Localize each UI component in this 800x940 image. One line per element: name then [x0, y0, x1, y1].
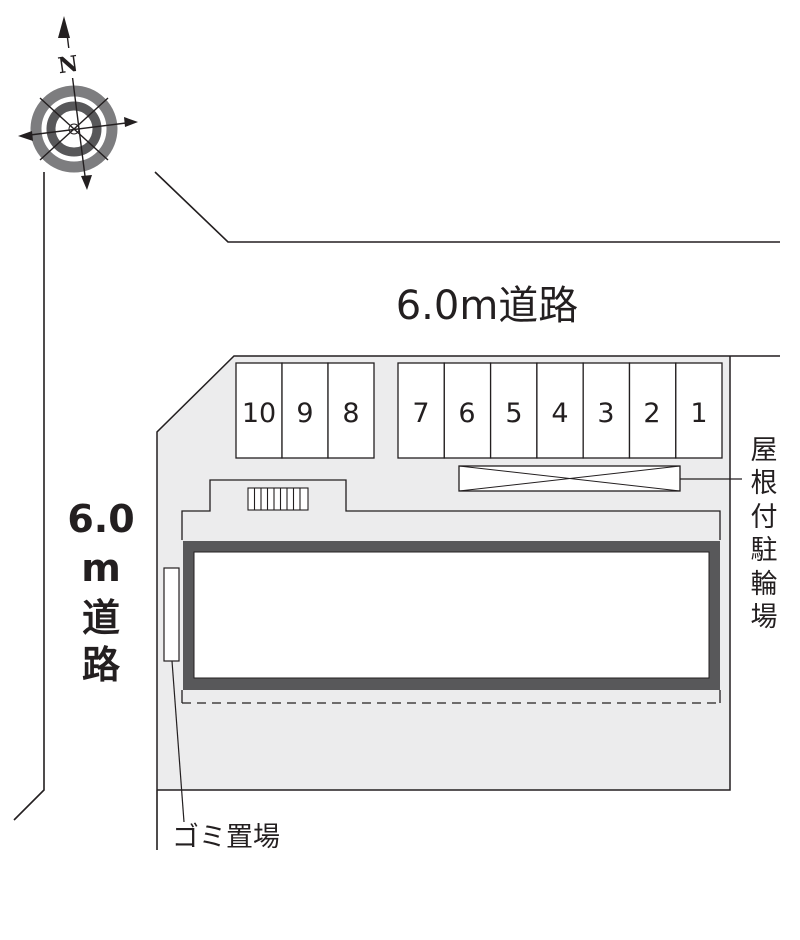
- parking-space: [536, 362, 584, 459]
- garbage-area: [163, 567, 185, 823]
- parking-group-right: 7 6 5 4 3 2 1: [397, 362, 723, 459]
- bicycle-parking-label-char: 駐: [751, 535, 778, 566]
- building-footprint: [181, 479, 721, 704]
- parking-space: [281, 362, 329, 459]
- left-road-label-line: 道: [82, 596, 120, 640]
- parking-group-left: 10 9 8: [235, 362, 375, 459]
- parking-space: [675, 362, 723, 459]
- parking-number: 5: [505, 398, 522, 429]
- garbage-area-leader: [171, 660, 185, 823]
- bicycle-parking-label-char: 根: [751, 468, 778, 499]
- parking-number: 6: [458, 398, 475, 429]
- parking-space: [443, 362, 492, 459]
- compass-icon: N: [18, 16, 138, 190]
- left-road-label-line: 路: [82, 643, 121, 687]
- parking-number: 4: [551, 398, 568, 429]
- parking-number: 8: [342, 398, 359, 429]
- left-road-label-line: m: [81, 546, 121, 590]
- north-arrow-icon: [58, 16, 70, 38]
- top-road-edge: [154, 171, 780, 243]
- parking-number: 10: [242, 398, 276, 429]
- left-road-label-line: 6.0: [67, 497, 134, 541]
- parking-number: 7: [412, 398, 429, 429]
- bicycle-parking-label-char: 場: [751, 602, 778, 633]
- bicycle-parking-label-char: 付: [751, 502, 778, 533]
- parking-number: 2: [643, 398, 660, 429]
- left-road-label: 6.0 m 道 路: [67, 497, 134, 687]
- parking-space: [327, 362, 375, 459]
- parking-number: 1: [690, 398, 707, 429]
- left-road-edge: [13, 172, 45, 821]
- building: [183, 541, 720, 690]
- top-road-label: 6.0m道路: [396, 283, 579, 329]
- bicycle-parking-label: 屋 根 付 駐 輪 場: [751, 435, 778, 633]
- bicycle-parking-label-char: 屋: [751, 435, 778, 466]
- parking-number: 3: [597, 398, 614, 429]
- bicycle-parking: [458, 465, 742, 492]
- garbage-area-label: ゴミ置場: [172, 822, 280, 853]
- road-boundaries: [13, 171, 780, 850]
- compass-north-label: N: [56, 51, 80, 80]
- parking-space: [582, 362, 631, 459]
- site-lot-outline: [156, 355, 780, 791]
- bicycle-parking-label-char: 輪: [751, 569, 778, 600]
- parking-space: [489, 362, 538, 459]
- entrance-stairs: [247, 487, 309, 511]
- parking-number: 9: [296, 398, 313, 429]
